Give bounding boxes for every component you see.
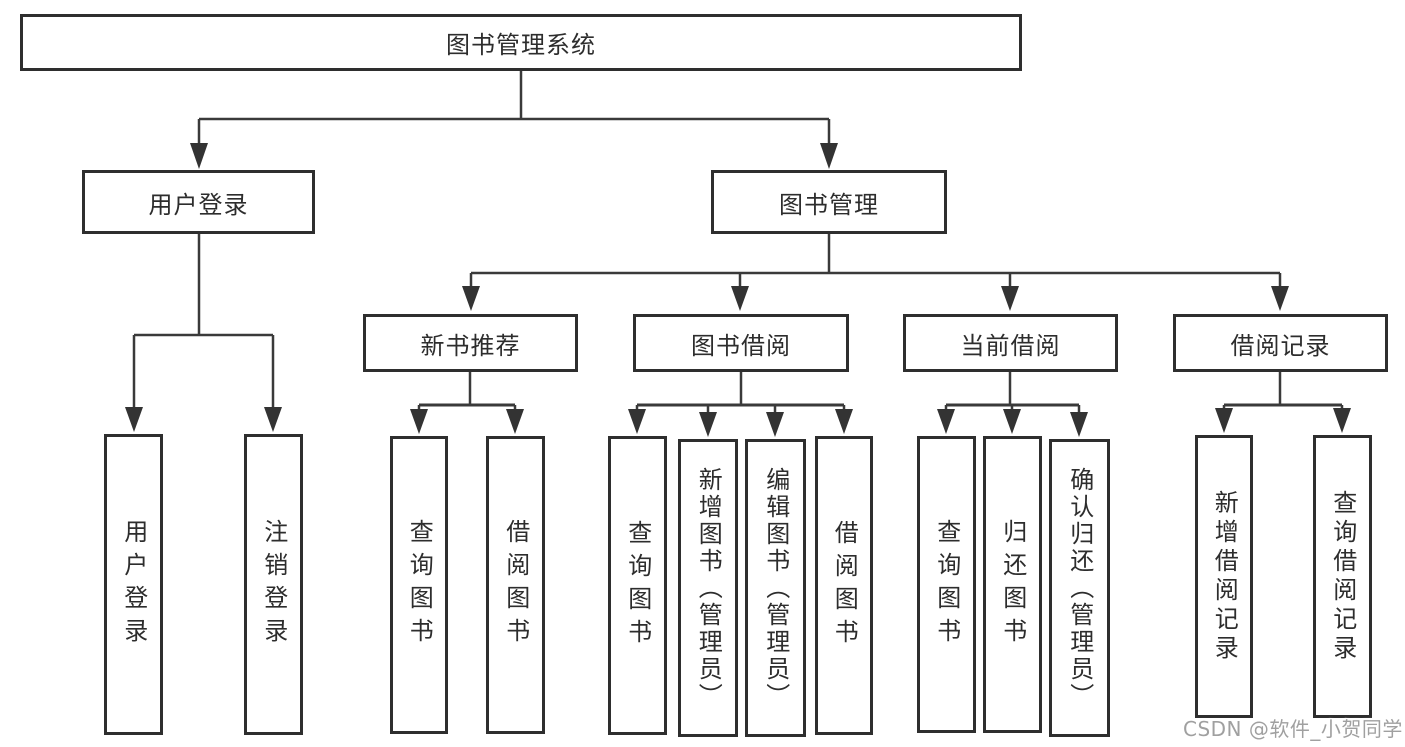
- leaf-add-borrow-record: 新增借阅记录: [1195, 435, 1253, 718]
- leaf-label: 查询借阅记录: [1328, 489, 1357, 664]
- leaf-query-borrow-record: 查询借阅记录: [1313, 435, 1372, 718]
- leaf-user-login: 用户登录: [104, 434, 163, 735]
- node-book-management-module: 图书管理: [711, 170, 947, 234]
- leaf-edit-book-admin: 编辑图书（管理员）: [745, 439, 806, 737]
- arrowhead-icons: [125, 143, 1351, 437]
- leaf-label: 用户登录: [119, 518, 148, 651]
- leaf-borrow-books-borrowing: 借阅图书: [815, 436, 873, 735]
- leaf-logout: 注销登录: [244, 434, 303, 735]
- leaf-label: 编辑图书（管理员）: [761, 466, 790, 710]
- leaf-label: 新增借阅记录: [1210, 489, 1239, 664]
- leaf-borrow-books-recommend: 借阅图书: [486, 436, 545, 734]
- node-library-system: 图书管理系统: [20, 14, 1022, 71]
- leaf-label: 借阅图书: [501, 519, 530, 651]
- leaf-label: 归还图书: [998, 518, 1027, 651]
- leaf-confirm-return-admin: 确认归还（管理员）: [1049, 439, 1110, 737]
- node-book-borrowing: 图书借阅: [633, 314, 849, 372]
- leaf-label: 新增图书（管理员）: [694, 466, 723, 710]
- leaf-label: 借阅图书: [830, 519, 859, 652]
- node-borrowing-records: 借阅记录: [1173, 314, 1388, 372]
- node-current-borrowing: 当前借阅: [903, 314, 1118, 372]
- leaf-label: 查询图书: [623, 519, 652, 652]
- leaf-label: 查询图书: [932, 518, 961, 651]
- watermark: CSDN @软件_小贺同学: [1183, 717, 1403, 741]
- leaf-return-book: 归还图书: [983, 436, 1042, 733]
- node-user-login-module: 用户登录: [82, 170, 315, 234]
- leaf-label: 确认归还（管理员）: [1065, 466, 1094, 710]
- leaf-query-books-current: 查询图书: [917, 436, 976, 733]
- leaf-query-books-recommend: 查询图书: [390, 436, 448, 734]
- node-new-book-recommendation: 新书推荐: [363, 314, 578, 372]
- leaf-add-book-admin: 新增图书（管理员）: [678, 439, 738, 737]
- leaf-label: 查询图书: [405, 519, 434, 651]
- leaf-label: 注销登录: [259, 518, 288, 651]
- leaf-query-books-borrowing: 查询图书: [608, 436, 667, 735]
